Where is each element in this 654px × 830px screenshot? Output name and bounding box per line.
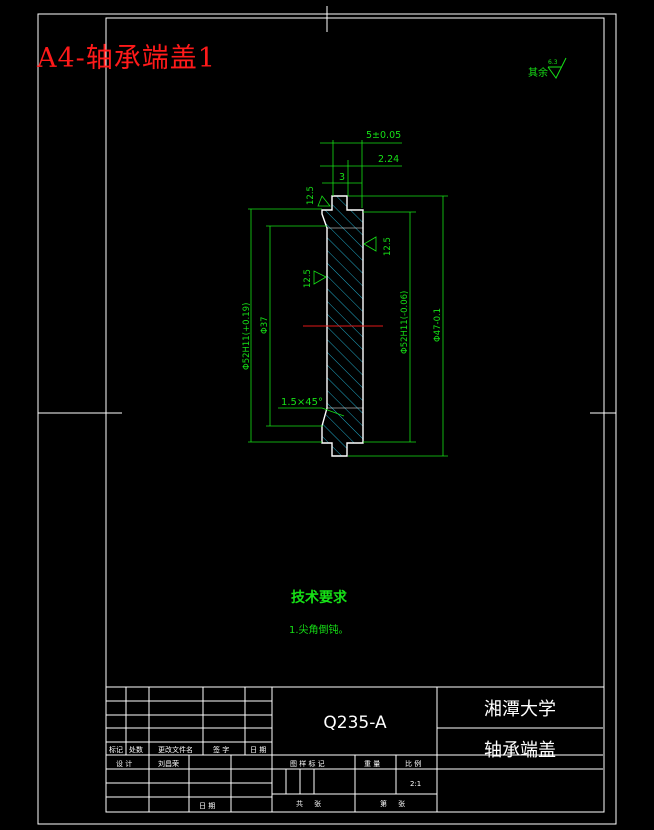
dim-outer-dia: Φ47-0.1: [433, 308, 443, 342]
scale-value: 2:1: [410, 780, 421, 788]
material: Q235-A: [323, 713, 387, 733]
col-mark: 标记: [109, 745, 123, 754]
tech-req-item-1: 1.尖角倒钝。: [289, 623, 349, 636]
dim-slot-width: 3: [339, 172, 345, 183]
document-title: A4-轴承端盖1: [37, 43, 216, 74]
col-doc: 更改文件名: [158, 745, 193, 754]
title-block: 标记 处数 更改文件名 签 字 日 期 设 计 刘昌荣 日 期 Q235-A 湘…: [105, 686, 605, 813]
dim-inner-dia: Φ37: [260, 316, 270, 334]
school-name: 湘潭大学: [484, 699, 556, 720]
dim-chamfer: 1.5×45°: [281, 397, 323, 408]
surface-finish-label: 其余: [528, 66, 548, 79]
roughness-left-icon: [313, 270, 327, 285]
col-sign: 签 字: [213, 745, 229, 754]
scale-label: 比 例: [405, 759, 421, 768]
dim-top-width: 5±0.05: [366, 130, 401, 141]
dim-chamfer-width: 2.24: [378, 154, 399, 165]
dim-outer-fit-dia: Φ52H11(-0.06): [400, 291, 410, 354]
tech-req-heading: 技术要求: [291, 589, 348, 606]
col-count: 处数: [129, 745, 143, 754]
roughness-left: 12.5: [303, 269, 313, 288]
dim-bore-dia: Φ52H11(+0.19): [242, 303, 252, 370]
dimensions: 5±0.05 2.24 3 12.5 12.5 12.5 Φ52H11(+0.1…: [242, 130, 448, 457]
weight-label: 重 量: [364, 760, 380, 768]
surface-finish-note: 其余 6.3: [528, 57, 567, 79]
roughness-symbol-icon: [547, 57, 567, 79]
surface-finish-value: 6.3: [548, 59, 558, 66]
row-design: 设 计: [116, 759, 132, 768]
roughness-top-icon: [317, 195, 331, 207]
designer-name: 刘昌荣: [158, 759, 179, 768]
row-date: 日 期: [199, 802, 215, 810]
sheet-number: 第 张: [380, 799, 405, 808]
part-name: 轴承端盖: [484, 740, 556, 761]
roughness-right-icon: [363, 236, 377, 252]
total-sheets: 共 张: [296, 799, 321, 808]
part-section: [303, 195, 383, 457]
col-date: 日 期: [250, 746, 266, 754]
roughness-right: 12.5: [383, 237, 393, 256]
stage-label: 图 样 标 记: [290, 759, 325, 768]
roughness-top: 12.5: [306, 186, 316, 205]
